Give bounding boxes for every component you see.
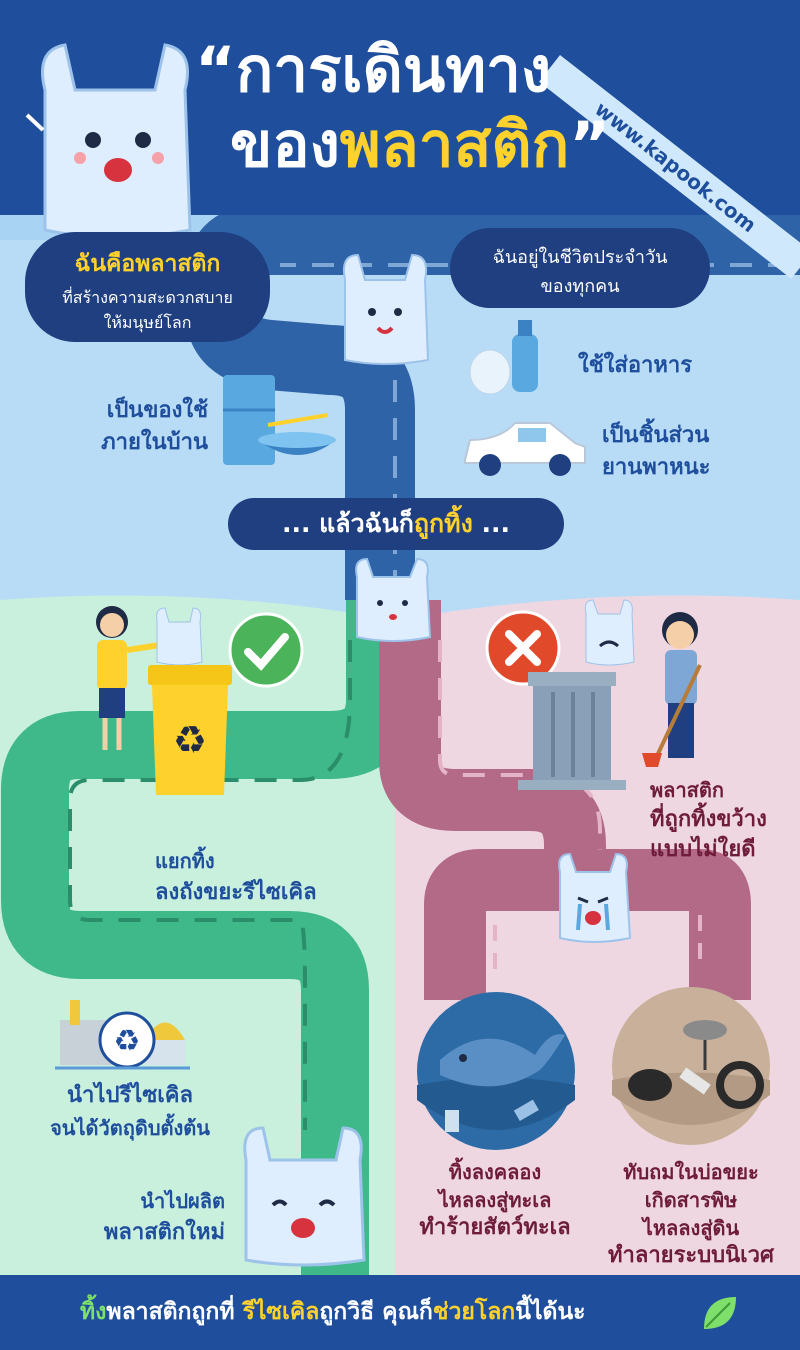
recycle-line-2: จนได้วัตถุดิบตั้งต้น <box>50 1116 210 1140</box>
title-prefix: ของ <box>230 108 340 181</box>
use-vehicle-label: เป็นชิ้นส่วน ยานพาหนะ <box>602 420 711 484</box>
sad-bag-icon <box>584 599 635 666</box>
thrown-prefix: ... แล้วฉันก็ <box>281 509 414 538</box>
vehicle-line-2: ยานพาหนะ <box>602 455 711 480</box>
food-bottle-icon <box>469 320 538 395</box>
svg-text:♻: ♻ <box>173 718 207 762</box>
daily-life-bubble: ฉันอยู่ในชีวิตประจำวัน ของทุกคน <box>450 228 710 308</box>
home-prefix: เป็น <box>106 398 144 423</box>
land-line-4: ทำลายระบบนิเวศ <box>607 1243 775 1268</box>
footer-part-1: ทิ้ง <box>80 1299 107 1325</box>
title-line-1: “การเดินทาง <box>195 33 552 106</box>
check-icon <box>228 612 304 688</box>
leaf-icon <box>704 1297 736 1329</box>
bag-on-road-icon <box>342 253 430 365</box>
new-bag-mascot-icon <box>243 1126 366 1267</box>
land-line-1: ทับถมในบ่อขยะ <box>623 1160 759 1184</box>
footer-slogan: ทิ้งพลาสติกถูกที่ รีไซเคิลถูกวิธี คุณก็ช… <box>80 1275 586 1350</box>
produce-label: นำไปผลิต พลาสติกใหม่ <box>70 1185 225 1249</box>
title-line-2: ของพลาสติก” <box>230 110 610 180</box>
thrown-highlight: ถูกทิ้ง <box>413 509 473 538</box>
daily-line-2: ของทุกคน <box>540 276 620 297</box>
intro-bubble: ฉันคือพลาสติก ที่สร้างความสะดวกสบาย ให้ม… <box>25 232 270 342</box>
intro-headline: ฉันคือพลาสติก <box>74 251 221 277</box>
landfill-bird-icon <box>612 987 770 1145</box>
footer-part-4: ถูกวิธี คุณก็ <box>319 1299 433 1325</box>
intro-line-2: ให้มนุษย์โลก <box>103 313 192 332</box>
fridge-basin-icon <box>223 375 336 465</box>
land-line-2: เกิดสารพิษ <box>644 1188 738 1212</box>
recycle-line-1: นำไปรีไซเคิล <box>67 1083 193 1108</box>
footer-part-5: ช่วยโลก <box>432 1299 516 1325</box>
sort-label: แยกทิ้ง ลงถังขยะรีไซเคิล <box>155 845 317 909</box>
sort-line-1: แยกทิ้ง <box>155 849 215 873</box>
litter-line-1: พลาสติก <box>650 778 724 802</box>
svg-text:♻: ♻ <box>114 1024 141 1059</box>
sort-line-2: ลงถังขยะรีไซเคิล <box>155 880 317 905</box>
footer-part-2: พลาสติกถูกที่ <box>106 1299 243 1325</box>
girl-recycling-icon <box>96 606 203 750</box>
recycle-label: นำไปรีไซเคิล จนได้วัตถุดิบตั้งต้น <box>30 1080 230 1144</box>
litter-label: พลาสติก ที่ถูกทิ้งขว้าง แบบไม่ใยดี <box>650 775 767 865</box>
title-highlight: พลาสติก <box>339 108 570 181</box>
litter-line-2: ที่ถูกทิ้งขว้าง <box>650 807 767 832</box>
footer-part-3: รีไซเคิล <box>242 1299 320 1325</box>
trash-can-icon <box>518 672 626 790</box>
car-icon <box>464 422 586 476</box>
use-home-label: เป็นของใช้ ภายในบ้าน <box>88 395 208 459</box>
home-line-2: ภายในบ้าน <box>101 430 208 455</box>
green-road <box>1 600 414 1280</box>
land-line-3: ไหลลงสู่ดิน <box>642 1216 740 1240</box>
sea-line-2: ไหลลงสู่ทะเล <box>438 1188 552 1212</box>
footer: ทิ้งพลาสติกถูกที่ รีไซเคิลถูกวิธี คุณก็ช… <box>0 1275 800 1350</box>
sea-label: ทิ้งลงคลอง ไหลลงสู่ทะเล ทำร้ายสัตว์ทะเล <box>400 1158 590 1242</box>
thrown-banner: ... แล้วฉันก็ถูกทิ้ง ... <box>228 498 564 550</box>
produce-line-1: นำไปผลิต <box>140 1189 225 1213</box>
vehicle-line-1: เป็นชิ้นส่วน <box>602 423 710 448</box>
home-bold: ของใช้ <box>143 398 208 423</box>
produce-line-2: พลาสติกใหม่ <box>103 1220 225 1245</box>
litter-line-3: แบบไม่ใยดี <box>650 837 756 862</box>
sea-line-3: ทำร้ายสัตว์ทะเล <box>419 1215 571 1240</box>
cross-icon <box>485 610 561 686</box>
title-suffix: ” <box>569 108 610 181</box>
land-label: ทับถมในบ่อขยะ เกิดสารพิษ ไหลลงสู่ดิน ทำล… <box>596 1158 786 1270</box>
footer-part-6: นี้ได้นะ <box>515 1299 586 1325</box>
boy-sweeping-icon <box>642 612 702 767</box>
worried-bag-icon <box>355 557 432 642</box>
recycling-factory-icon: ♻ <box>55 1000 190 1070</box>
sea-line-1: ทิ้งลงคลอง <box>448 1160 542 1184</box>
happy-bag-mascot-icon <box>25 43 192 239</box>
thrown-suffix: ... <box>472 509 511 538</box>
ocean-whale-icon <box>417 992 575 1150</box>
intro-line-1: ที่สร้างความสะดวกสบาย <box>62 288 233 307</box>
crying-bag-icon <box>558 852 632 943</box>
pink-road <box>379 600 606 1000</box>
recycle-bin-icon: ♻ <box>148 665 232 795</box>
daily-line-1: ฉันอยู่ในชีวิตประจำวัน <box>492 247 668 268</box>
use-food-label: ใช้ใส่อาหาร <box>578 353 693 378</box>
